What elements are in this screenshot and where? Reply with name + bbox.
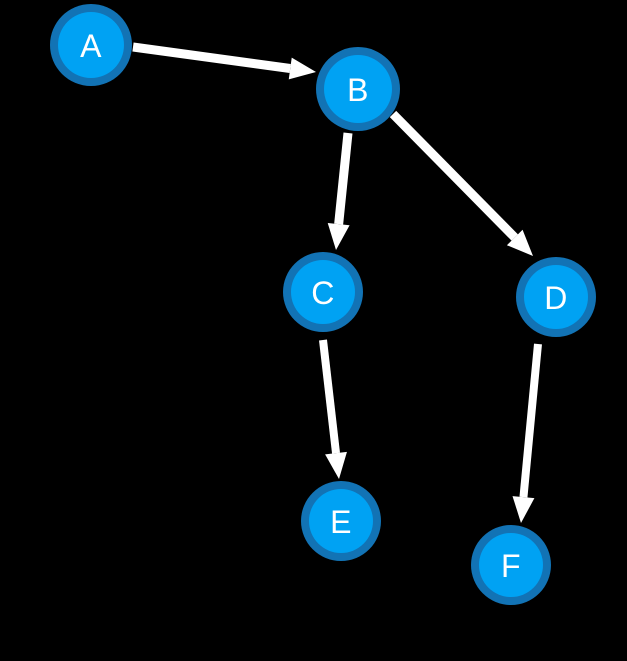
node-c-fill (291, 260, 355, 324)
edge-b-d-arrowhead (506, 229, 533, 256)
node-d-label: D (544, 280, 568, 316)
edge-a-b-arrowhead (288, 57, 316, 80)
node-d-fill (524, 265, 588, 329)
node-b-fill (324, 55, 392, 123)
edge-d-f-arrowhead (512, 496, 535, 523)
edge-c-e-arrowhead (325, 451, 347, 479)
edge-c-e[interactable] (319, 339, 347, 479)
node-e-label: E (330, 504, 352, 540)
node-e[interactable]: E (301, 481, 381, 561)
edge-d-f[interactable] (512, 343, 542, 523)
edge-d-f-line (519, 343, 542, 498)
edge-c-e-line (319, 339, 341, 454)
edge-b-d-line (389, 110, 518, 241)
edge-a-b-line (132, 42, 291, 73)
node-b[interactable]: B (316, 47, 400, 131)
edges-layer (132, 42, 542, 523)
nodes-layer: A B C D E (50, 4, 596, 605)
edge-b-c[interactable] (327, 132, 353, 250)
node-c[interactable]: C (283, 252, 363, 332)
node-d[interactable]: D (516, 257, 596, 337)
node-f-label: F (501, 548, 521, 584)
node-f-fill (479, 533, 543, 597)
node-b-label: B (347, 72, 369, 108)
node-f[interactable]: F (471, 525, 551, 605)
edge-b-d[interactable] (389, 110, 533, 256)
node-a[interactable]: A (50, 4, 132, 86)
node-a-label: A (80, 28, 102, 64)
edge-b-c-arrowhead (327, 223, 350, 250)
node-a-fill (58, 12, 124, 78)
edge-a-b[interactable] (132, 42, 316, 80)
edge-b-c-line (334, 132, 353, 225)
node-c-label: C (311, 275, 335, 311)
node-e-fill (309, 489, 373, 553)
